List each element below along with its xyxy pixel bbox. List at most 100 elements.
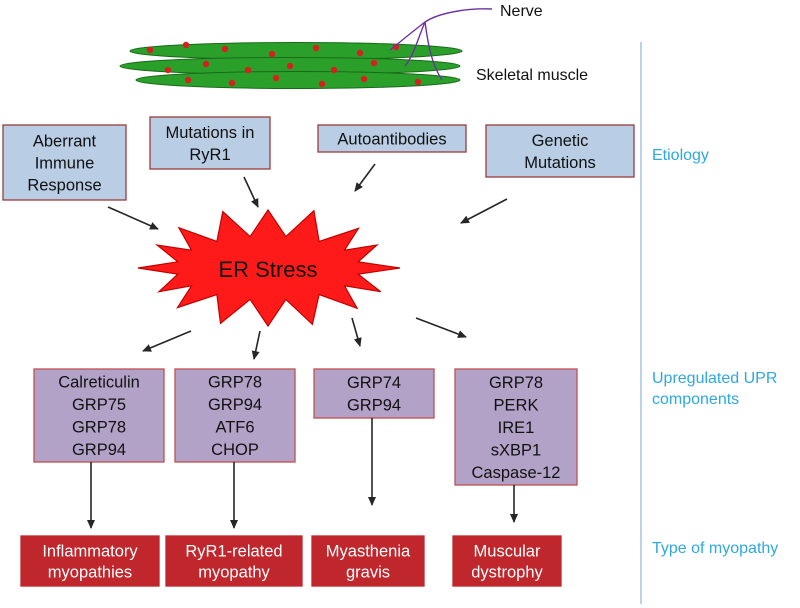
upr-box-line: Calreticulin	[58, 374, 140, 392]
myopathy-box: RyR1-related myopathy	[165, 535, 303, 587]
upr-box-bg	[174, 368, 296, 463]
er-stress-burst	[137, 208, 401, 328]
muscle-nucleus	[330, 66, 338, 74]
nerve-illustration	[389, 8, 493, 81]
muscle-nucleus	[286, 62, 294, 70]
flow-arrow	[107, 206, 159, 230]
upr-box-line: GRP74	[347, 374, 401, 392]
skeletal-muscle-illustration	[119, 41, 463, 89]
side-label-etiology: Etiology	[652, 147, 709, 164]
upr-box-line: GRP94	[208, 396, 262, 414]
upr-box-line: GRP78	[72, 419, 126, 437]
myopathy-box-bg	[20, 535, 160, 587]
etiology-box-line: Autoantibodies	[337, 130, 446, 148]
etiology-box-line: RyR1	[189, 146, 230, 164]
muscle-nucleus	[360, 75, 368, 83]
etiology-box-line: Genetic	[532, 132, 589, 150]
side-label-upr: components	[652, 391, 739, 408]
etiology-box-line: Aberrant	[33, 132, 97, 150]
muscle-nucleus	[164, 66, 172, 74]
flow-arrow	[460, 198, 508, 224]
muscle-nucleus	[272, 74, 280, 82]
myopathy-box-line: dystrophy	[471, 563, 543, 581]
skeletal-muscle-label: Skeletal muscle	[476, 67, 588, 84]
etiology-box-line: Immune	[35, 154, 95, 172]
etiology-box-bg	[149, 116, 271, 170]
myopathy-box-line: Muscular	[474, 542, 541, 560]
myopathy-box: Muscular dystrophy	[452, 535, 562, 587]
er-stress-star: ER Stress	[137, 208, 401, 328]
nerve-branch	[424, 21, 443, 81]
myopathy-box: Myasthenia gravis	[311, 535, 425, 587]
myopathy-type-boxes: Inflammatory myopathies RyR1-related myopat…	[20, 535, 562, 587]
flow-arrow	[142, 330, 192, 352]
muscle-nucleus	[312, 44, 320, 52]
flow-arrow	[354, 163, 376, 192]
myopathy-box-bg	[165, 535, 303, 587]
muscle-nucleus	[184, 76, 192, 84]
upr-box-line: IRE1	[498, 419, 535, 437]
upr-box-line: GRP78	[208, 374, 262, 392]
muscle-nucleus	[244, 66, 252, 74]
myopathy-box-bg	[311, 535, 425, 587]
muscle-nucleus	[182, 41, 190, 49]
upr-box-line: GRP78	[489, 374, 543, 392]
myopathy-box-line: gravis	[346, 563, 390, 581]
nerve-label: Nerve	[500, 3, 543, 20]
flow-arrow	[243, 176, 259, 208]
muscle-nucleus	[356, 49, 364, 57]
muscle-nucleus	[202, 60, 210, 68]
upr-box-bg	[313, 368, 435, 419]
muscle-fiber	[135, 71, 461, 89]
muscle-nucleus	[228, 79, 236, 87]
etiology-box-line: Mutations	[524, 154, 596, 172]
er-stress-label: ER Stress	[218, 257, 317, 282]
nerve-branch	[389, 8, 493, 51]
etiology-box-bg	[2, 124, 127, 201]
muscle-fiber	[129, 42, 463, 60]
flow-arrow	[351, 317, 362, 347]
muscle-nucleus	[221, 45, 229, 53]
muscle-nucleus	[318, 80, 326, 88]
upr-box-bg	[33, 368, 165, 463]
upr-box-line: CHOP	[211, 441, 259, 459]
upr-box-line: Caspase-12	[472, 464, 561, 482]
side-label-upr: Upregulated UPR	[652, 370, 777, 387]
side-label-myopathy: Type of myopathy	[652, 540, 778, 557]
myopathy-box: Inflammatory myopathies	[20, 535, 160, 587]
flow-arrow	[251, 330, 261, 360]
nerve-branch	[404, 21, 426, 67]
muscle-nucleus	[414, 78, 422, 86]
upr-component-boxes: CalreticulinGRP75GRP78GRP94GRP78GRP94ATF…	[33, 368, 578, 486]
etiology-box: Autoantibodies	[317, 124, 467, 153]
myopathy-box-line: myopathy	[198, 563, 270, 581]
flow-arrows	[87, 163, 518, 529]
etiology-box-bg	[485, 124, 635, 178]
upr-box-line: GRP75	[72, 396, 126, 414]
etiology-box-line: Mutations in	[166, 124, 255, 142]
muscle-nucleus	[146, 46, 154, 54]
myopathy-box-line: Inflammatory	[42, 542, 138, 560]
etiology-box-line: Response	[27, 176, 101, 194]
upr-box-line: GRP94	[72, 441, 126, 459]
myopathy-box-bg	[452, 535, 562, 587]
myopathy-box-line: RyR1-related	[185, 542, 282, 560]
myopathy-box-line: myopathies	[48, 563, 132, 581]
myopathy-box-line: Myasthenia	[326, 542, 411, 560]
muscle-nucleus	[392, 43, 400, 51]
etiology-box-bg	[317, 124, 467, 153]
upr-box-line: ATF6	[215, 419, 254, 437]
muscle-nucleus	[370, 59, 378, 67]
upr-box-line: PERK	[494, 396, 539, 414]
muscle-nuclei	[146, 41, 422, 88]
etiology-box: Mutations in RyR1	[149, 116, 271, 170]
flow-arrow	[415, 317, 467, 338]
